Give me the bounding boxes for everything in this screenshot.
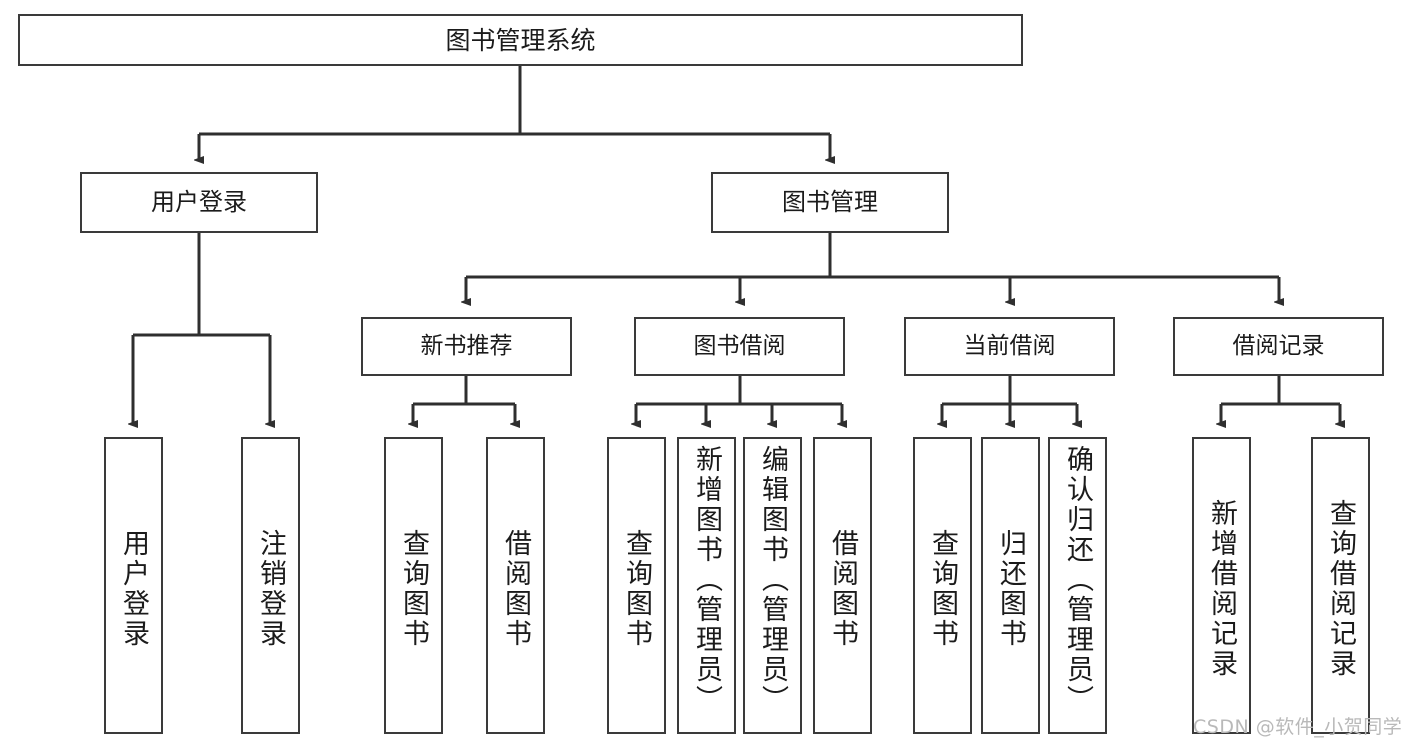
- leaf-edit-book-admin[interactable]: 编辑图书（管理员）: [743, 437, 802, 734]
- node-book-borrow[interactable]: 图书借阅: [634, 317, 845, 376]
- leaf-query-book-recommend[interactable]: 查询图书: [384, 437, 443, 734]
- node-borrow-record[interactable]: 借阅记录: [1173, 317, 1384, 376]
- node-label: 编辑图书（管理员）: [757, 445, 788, 715]
- node-label: 图书管理: [782, 187, 878, 216]
- leaf-query-book-current[interactable]: 查询图书: [913, 437, 972, 734]
- leaf-confirm-return-admin[interactable]: 确认归还（管理员）: [1048, 437, 1107, 734]
- node-label: 新增借阅记录: [1206, 498, 1237, 679]
- node-label: 查询借阅记录: [1325, 498, 1356, 679]
- leaf-add-borrow-record[interactable]: 新增借阅记录: [1192, 437, 1251, 734]
- node-label: 借阅记录: [1232, 333, 1325, 360]
- node-new-book-recommend[interactable]: 新书推荐: [361, 317, 572, 376]
- node-label: 新书推荐: [420, 333, 513, 360]
- leaf-borrow-book[interactable]: 借阅图书: [813, 437, 872, 734]
- leaf-query-book-borrow[interactable]: 查询图书: [607, 437, 666, 734]
- leaf-add-book-admin[interactable]: 新增图书（管理员）: [677, 437, 736, 734]
- node-current-borrow[interactable]: 当前借阅: [904, 317, 1115, 376]
- leaf-query-borrow-record[interactable]: 查询借阅记录: [1311, 437, 1370, 734]
- node-user-login[interactable]: 用户登录: [80, 172, 318, 233]
- node-label: 注销登录: [255, 528, 286, 649]
- node-book-management[interactable]: 图书管理: [711, 172, 949, 233]
- leaf-borrow-book-recommend[interactable]: 借阅图书: [486, 437, 545, 734]
- node-label: 图书管理系统: [445, 25, 596, 55]
- node-label: 借阅图书: [500, 528, 531, 649]
- node-label: 查询图书: [398, 528, 429, 649]
- node-label: 用户登录: [151, 187, 247, 216]
- leaf-user-login[interactable]: 用户登录: [104, 437, 163, 734]
- node-label: 确认归还（管理员）: [1062, 445, 1093, 715]
- node-root-system[interactable]: 图书管理系统: [18, 14, 1023, 66]
- node-label: 归还图书: [995, 528, 1026, 649]
- node-label: 新增图书（管理员）: [691, 445, 722, 715]
- node-label: 用户登录: [118, 528, 149, 649]
- node-label: 查询图书: [927, 528, 958, 649]
- leaf-logout[interactable]: 注销登录: [241, 437, 300, 734]
- node-label: 当前借阅: [963, 333, 1056, 360]
- leaf-return-book[interactable]: 归还图书: [981, 437, 1040, 734]
- node-label: 图书借阅: [693, 333, 786, 360]
- node-label: 查询图书: [621, 528, 652, 649]
- node-label: 借阅图书: [827, 528, 858, 649]
